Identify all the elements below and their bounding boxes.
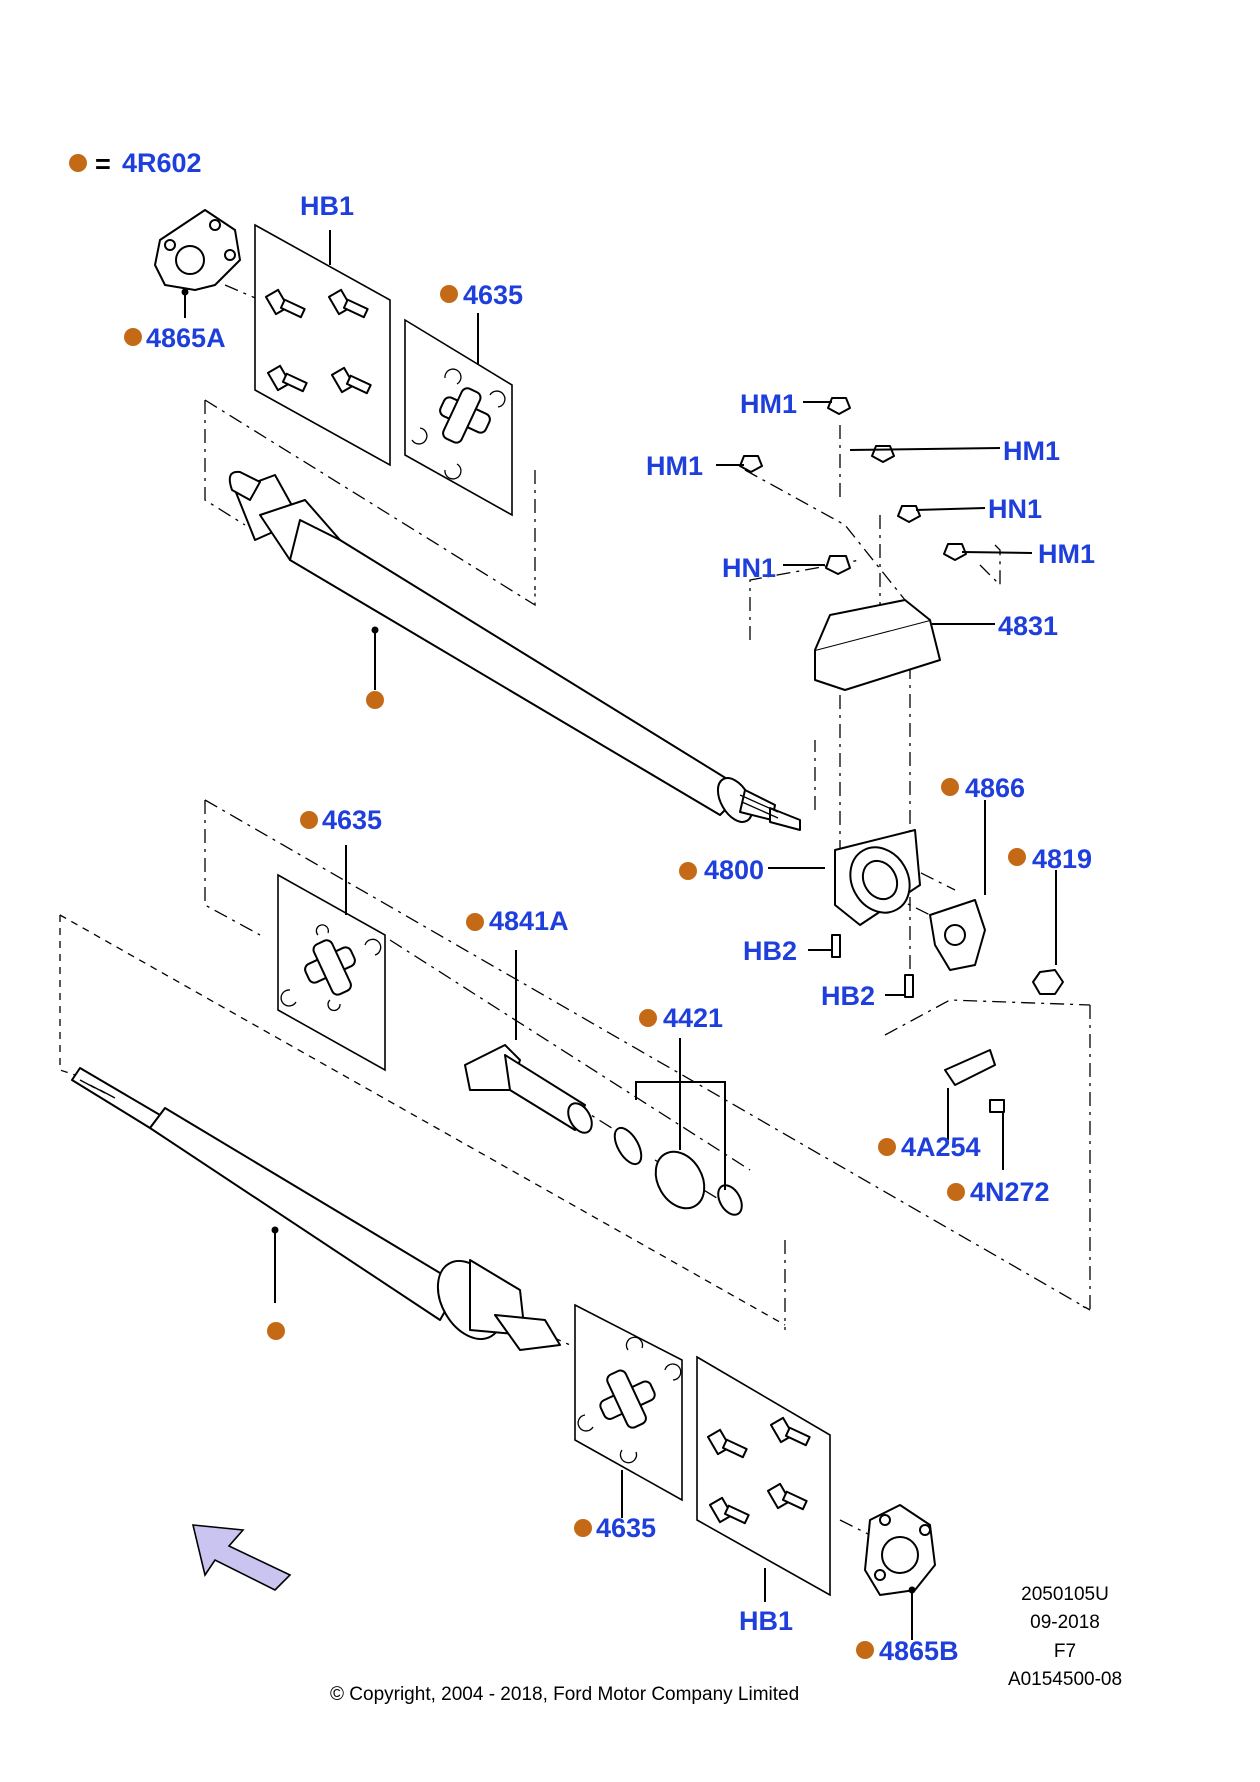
leader-lines <box>181 230 1057 1640</box>
label-hm1-c: HM1 <box>646 451 703 481</box>
label-4635-top: 4635 <box>463 280 523 310</box>
dot-4866 <box>941 778 959 796</box>
slip-yoke-4841a <box>464 1044 593 1134</box>
label-hb2-a: HB2 <box>743 936 797 966</box>
dot-front-shaft <box>366 691 384 709</box>
dot-rear-shaft <box>267 1322 285 1340</box>
label-4841a: 4841A <box>489 906 569 936</box>
bolt-icon <box>264 288 372 395</box>
dot-4841a <box>466 913 484 931</box>
label-4865a: 4865A <box>146 323 226 353</box>
dot-4n272 <box>947 1183 965 1201</box>
dot-4421 <box>639 1009 657 1027</box>
meta-date: 09-2018 <box>1030 1612 1100 1633</box>
copyright: © Copyright, 2004 - 2018, Ford Motor Com… <box>330 1684 799 1705</box>
marker-dots <box>69 154 1026 1659</box>
legend-symbol: = <box>95 149 111 179</box>
dot-4635-bot <box>574 1519 592 1537</box>
hb1-bottom-panel <box>696 1355 831 1597</box>
ujoint-mid-panel <box>277 873 386 1072</box>
label-hb2-b: HB2 <box>821 981 875 1011</box>
label-hm1-d: HM1 <box>1038 539 1095 569</box>
dot-4a254 <box>878 1138 896 1156</box>
ujoint-bottom-panel <box>574 1303 683 1502</box>
rear-shaft <box>71 1067 561 1351</box>
label-4635-mid: 4635 <box>322 805 382 835</box>
front-shaft <box>228 470 801 831</box>
dot-4635-mid <box>300 811 318 829</box>
label-4n272: 4N272 <box>970 1177 1050 1207</box>
meta-id: A0154500-08 <box>1008 1669 1122 1690</box>
label-hn1-a: HN1 <box>988 494 1042 524</box>
ujoint-icon <box>280 924 382 1012</box>
label-4800: 4800 <box>704 855 764 885</box>
bracket-4831 <box>814 599 941 691</box>
direction-arrow-icon <box>191 1524 292 1591</box>
meta-code: F7 <box>1054 1641 1076 1662</box>
label-4866: 4866 <box>965 773 1025 803</box>
label-hb1-bot: HB1 <box>739 1606 793 1636</box>
ujoint-top-panel <box>404 318 513 517</box>
center-bearing-4421 <box>613 1126 743 1216</box>
label-4831: 4831 <box>998 611 1058 641</box>
label-hn1-b: HN1 <box>722 553 776 583</box>
label-hm1-b: HM1 <box>1003 436 1060 466</box>
label-4a254: 4A254 <box>901 1132 981 1162</box>
ujoint-icon <box>411 368 506 480</box>
dot-4865b <box>856 1641 874 1659</box>
hb1-top-panel <box>254 223 391 467</box>
legend-code: 4R602 <box>122 148 202 178</box>
dot-4865a <box>124 328 142 346</box>
label-4865b: 4865B <box>879 1636 959 1666</box>
label-hb1-top: HB1 <box>300 191 354 221</box>
flange-4865b <box>864 1504 936 1596</box>
label-4635-bot: 4635 <box>596 1513 656 1543</box>
bolt-icon <box>706 1416 811 1525</box>
label-hm1-a: HM1 <box>740 389 797 419</box>
support-4800 <box>834 829 921 926</box>
flange-4865a <box>154 209 241 291</box>
fastener-icons <box>739 397 967 998</box>
dot-4819 <box>1008 848 1026 866</box>
legend-dot <box>69 154 87 172</box>
meta-ref: 2050105U <box>1021 1584 1109 1605</box>
nut-4819 <box>1032 969 1064 995</box>
ujoint-icon <box>577 1336 682 1464</box>
yoke-4866 <box>929 899 986 971</box>
dot-4800 <box>679 862 697 880</box>
clip-4a254 <box>944 1049 996 1086</box>
dot-4635-top <box>440 285 458 303</box>
label-4819: 4819 <box>1032 844 1092 874</box>
bolt-4n272 <box>989 1099 1005 1113</box>
label-4421: 4421 <box>663 1003 723 1033</box>
